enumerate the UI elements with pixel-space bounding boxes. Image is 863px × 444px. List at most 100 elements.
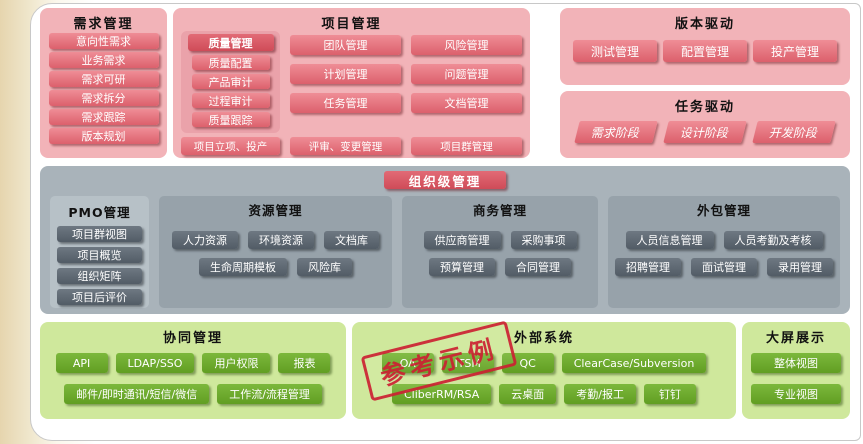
pmo-item-chip[interactable]: 项目群视图 [57, 226, 142, 242]
pmo-item-chip[interactable]: 组织矩阵 [57, 268, 142, 284]
outsourcing-item-chip[interactable]: 人员考勤及考核 [723, 231, 823, 249]
collaboration-panel: 协同管理 API LDAP/SSO 用户权限 报表 邮件/即时通讯/短信/微信 … [40, 322, 346, 419]
external-item-chip[interactable]: ClearCase/Subversion [561, 353, 707, 373]
quality-item-chip[interactable]: 产品审计 [191, 74, 270, 89]
org-level-panel: 组织级管理 PMO管理 项目群视图 项目概览 组织矩阵 项目后评价 资源管理 人… [40, 166, 850, 314]
req-item-chip[interactable]: 意向性需求 [48, 33, 159, 49]
view-item-chip[interactable]: 专业视图 [751, 384, 841, 404]
resource-box: 资源管理 人力资源 环境资源 文档库 生命周期模板 风险库 [159, 196, 392, 308]
quality-item-chip[interactable]: 过程审计 [191, 93, 270, 108]
requirements-list: 意向性需求 业务需求 需求可研 需求拆分 需求跟踪 版本规划 [40, 33, 167, 144]
project-bottom-chip[interactable]: 项目群管理 [411, 137, 522, 155]
org-level-title-chip: 组织级管理 [384, 171, 506, 189]
project-col-quality: 质量管理 质量配置 产品审计 过程审计 质量跟踪 项目立项、投产 [181, 31, 280, 155]
collaboration-row-1: API LDAP/SSO 用户权限 报表 [40, 353, 346, 373]
task-driven-panel: 任务驱动 需求阶段 设计阶段 开发阶段 [560, 91, 850, 158]
collab-item-chip[interactable]: LDAP/SSO [115, 353, 195, 373]
req-item-chip[interactable]: 业务需求 [48, 52, 159, 68]
pmo-box: PMO管理 项目群视图 项目概览 组织矩阵 项目后评价 [50, 196, 149, 308]
resource-item-chip[interactable]: 风险库 [297, 258, 352, 276]
external-row-1: OA ITSM QC ClearCase/Subversion [352, 353, 736, 373]
project-item-chip[interactable]: 计划管理 [290, 64, 401, 84]
outsourcing-row-2: 招聘管理 面试管理 录用管理 [608, 258, 840, 276]
task-stage-chip[interactable]: 设计阶段 [663, 121, 747, 143]
business-item-chip[interactable]: 采购事项 [510, 231, 577, 249]
outsourcing-item-chip[interactable]: 招聘管理 [615, 258, 681, 276]
outsourcing-row-1: 人员信息管理 人员考勤及考核 [608, 231, 840, 249]
resource-row-2: 生命周期模板 风险库 [159, 258, 392, 276]
external-item-chip[interactable]: OA [381, 353, 434, 373]
resource-item-chip[interactable]: 文档库 [324, 231, 379, 249]
collaboration-row-2: 邮件/即时通讯/短信/微信 工作流/流程管理 [40, 384, 346, 404]
business-item-chip[interactable]: 供应商管理 [423, 231, 501, 249]
external-item-chip[interactable]: 考勤/报工 [564, 384, 636, 404]
external-item-chip[interactable]: QC [501, 353, 554, 373]
collab-item-chip[interactable]: 邮件/即时通讯/短信/微信 [64, 384, 210, 404]
outsourcing-title: 外包管理 [696, 203, 751, 218]
project-panel: 项目管理 质量管理 质量配置 产品审计 过程审计 质量跟踪 项目立项、投产 团队… [173, 8, 530, 158]
resource-item-chip[interactable]: 生命周期模板 [199, 258, 287, 276]
project-item-chip[interactable]: 风险管理 [411, 35, 522, 55]
task-stage-chip[interactable]: 需求阶段 [574, 121, 658, 143]
quality-box: 质量管理 质量配置 产品审计 过程审计 质量跟踪 [181, 31, 280, 133]
resource-item-chip[interactable]: 环境资源 [248, 231, 314, 249]
project-col-2: 风险管理 问题管理 文档管理 项目群管理 [411, 31, 522, 155]
external-systems-panel: 外部系统 OA ITSM QC ClearCase/Subversion Cli… [352, 322, 736, 419]
external-item-chip[interactable]: 云桌面 [499, 384, 557, 404]
project-item-chip[interactable]: 任务管理 [290, 93, 401, 113]
outsourcing-box: 外包管理 人员信息管理 人员考勤及考核 招聘管理 面试管理 录用管理 [608, 196, 840, 308]
version-item-chip[interactable]: 配置管理 [663, 40, 747, 62]
task-driven-row: 需求阶段 设计阶段 开发阶段 [560, 121, 850, 143]
external-item-chip[interactable]: CliberRM/RSA [392, 384, 492, 404]
project-item-chip[interactable]: 团队管理 [290, 35, 401, 55]
business-row-2: 预算管理 合同管理 [402, 258, 598, 276]
external-item-chip[interactable]: 钉钉 [643, 384, 696, 404]
req-item-chip[interactable]: 需求跟踪 [48, 109, 159, 125]
business-title: 商务管理 [472, 203, 527, 218]
pmo-title: PMO管理 [68, 205, 131, 220]
collab-item-chip[interactable]: 报表 [278, 353, 331, 373]
collab-item-chip[interactable]: 用户权限 [202, 353, 271, 373]
version-driven-row: 测试管理 配置管理 投产管理 [560, 40, 850, 62]
big-screen-panel: 大屏展示 整体视图 专业视图 [742, 322, 850, 419]
resource-item-chip[interactable]: 人力资源 [172, 231, 238, 249]
outsourcing-item-chip[interactable]: 人员信息管理 [625, 231, 714, 249]
external-systems-title: 外部系统 [513, 331, 574, 346]
pmo-item-chip[interactable]: 项目后评价 [57, 289, 142, 305]
quality-title-chip: 质量管理 [187, 34, 274, 51]
req-item-chip[interactable]: 需求拆分 [48, 90, 159, 106]
project-col-1: 团队管理 计划管理 任务管理 评审、变更管理 [290, 31, 401, 155]
external-item-chip[interactable]: ITSM [441, 353, 494, 373]
version-item-chip[interactable]: 测试管理 [573, 40, 657, 62]
business-row-1: 供应商管理 采购事项 [402, 231, 598, 249]
version-driven-title: 版本驱动 [674, 17, 735, 32]
collab-item-chip[interactable]: 工作流/流程管理 [217, 384, 322, 404]
resource-title: 资源管理 [248, 203, 303, 218]
quality-item-chip[interactable]: 质量配置 [191, 55, 270, 70]
requirements-title: 需求管理 [73, 17, 134, 32]
resource-row-1: 人力资源 环境资源 文档库 [159, 231, 392, 249]
project-item-chip[interactable]: 文档管理 [411, 93, 522, 113]
outsourcing-item-chip[interactable]: 面试管理 [691, 258, 757, 276]
version-item-chip[interactable]: 投产管理 [753, 40, 837, 62]
project-bottom-chip[interactable]: 项目立项、投产 [181, 137, 280, 155]
org-row: PMO管理 项目群视图 项目概览 组织矩阵 项目后评价 资源管理 人力资源 环境… [40, 196, 850, 308]
business-item-chip[interactable]: 合同管理 [505, 258, 571, 276]
external-row-2: CliberRM/RSA 云桌面 考勤/报工 钉钉 [352, 384, 736, 404]
collab-item-chip[interactable]: API [55, 353, 108, 373]
view-item-chip[interactable]: 整体视图 [751, 353, 841, 373]
req-item-chip[interactable]: 版本规划 [48, 128, 159, 144]
business-item-chip[interactable]: 预算管理 [429, 258, 495, 276]
business-box: 商务管理 供应商管理 采购事项 预算管理 合同管理 [402, 196, 598, 308]
task-stage-chip[interactable]: 开发阶段 [752, 121, 836, 143]
pmo-item-chip[interactable]: 项目概览 [57, 247, 142, 263]
project-bottom-chip[interactable]: 评审、变更管理 [290, 137, 401, 155]
req-item-chip[interactable]: 需求可研 [48, 71, 159, 87]
outsourcing-item-chip[interactable]: 录用管理 [767, 258, 833, 276]
project-item-chip[interactable]: 问题管理 [411, 64, 522, 84]
requirements-panel: 需求管理 意向性需求 业务需求 需求可研 需求拆分 需求跟踪 版本规划 [40, 8, 167, 158]
version-driven-panel: 版本驱动 测试管理 配置管理 投产管理 [560, 8, 850, 85]
quality-item-chip[interactable]: 质量跟踪 [191, 112, 270, 127]
task-driven-title: 任务驱动 [674, 100, 735, 115]
